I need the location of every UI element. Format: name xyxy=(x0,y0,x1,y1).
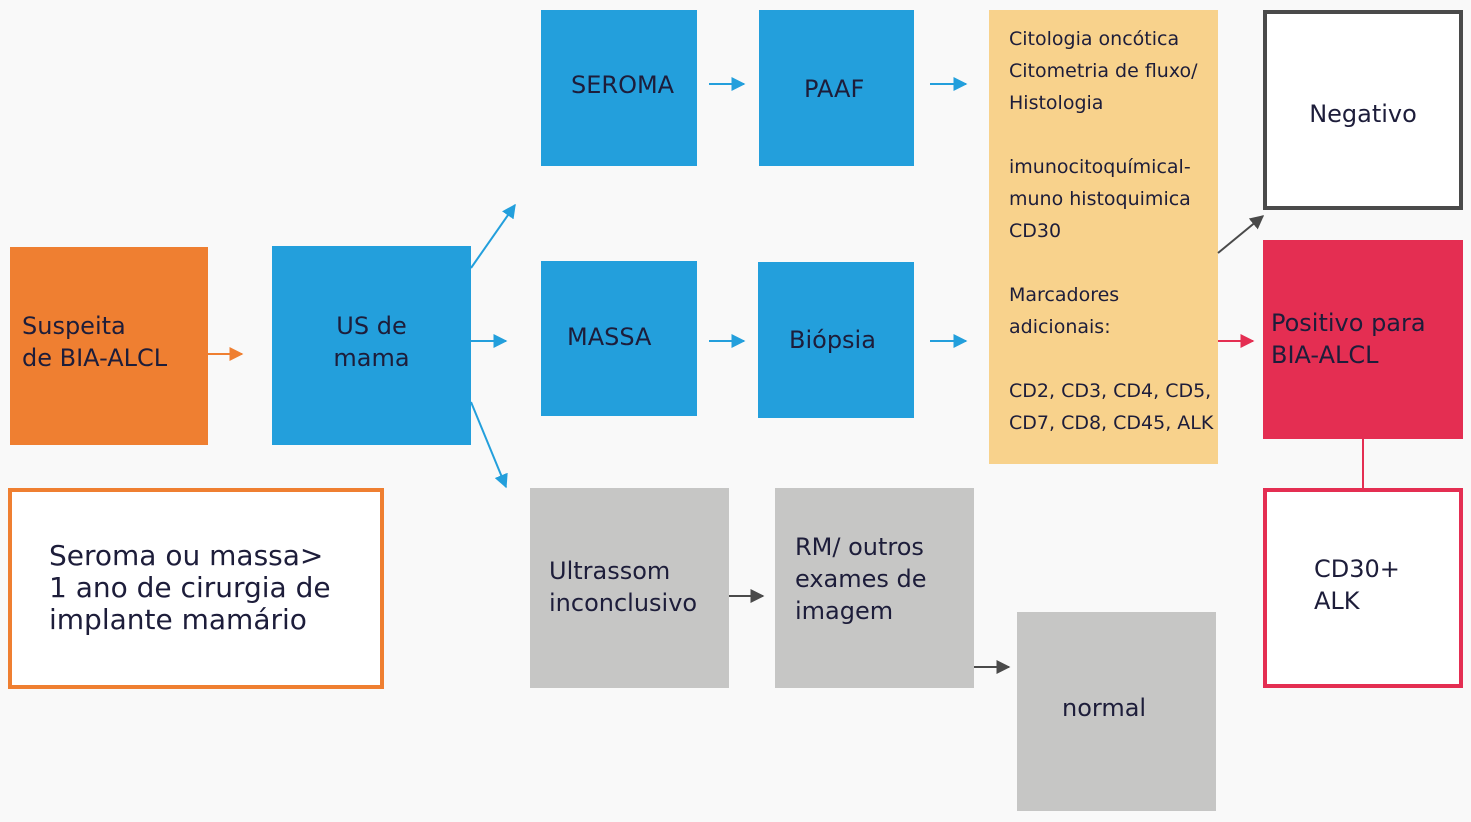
ultrassom-box xyxy=(530,488,729,688)
us-mama-box xyxy=(272,246,471,445)
biopsia-label: Biópsia xyxy=(789,326,876,354)
ultrassom-label: Ultrassom inconclusivo xyxy=(549,557,698,617)
positivo-box xyxy=(1263,240,1463,439)
paaf-label: PAAF xyxy=(804,75,865,103)
normal-box xyxy=(1017,612,1216,811)
rm-label: RM/ outros exames de imagem xyxy=(795,533,927,625)
us-mama-label: US de mama xyxy=(333,312,410,372)
seroma-label: SEROMA xyxy=(571,71,675,99)
arrow-markers-negativo xyxy=(1217,215,1265,254)
cd30-box xyxy=(1263,488,1463,688)
note-label: Seroma ou massa> 1 ano de cirurgia de im… xyxy=(49,539,331,636)
arrow-us-ultrassom xyxy=(470,401,508,489)
suspeita-label: Suspeita de BIA-ALCL xyxy=(22,312,168,372)
massa-label: MASSA xyxy=(567,323,652,351)
markers-label: Citologia oncótica Citometria de fluxo/ … xyxy=(1009,28,1214,434)
seroma-box xyxy=(541,10,697,166)
biopsia-box xyxy=(758,262,914,418)
massa-box xyxy=(541,261,697,416)
negativo-box xyxy=(1263,10,1463,210)
rm-box xyxy=(775,488,974,688)
suspeita-box xyxy=(10,247,208,445)
markers-box xyxy=(989,10,1218,464)
cd30-label: CD30+ ALK xyxy=(1314,555,1400,615)
paaf-box xyxy=(759,10,914,166)
normal-label: normal xyxy=(1062,694,1147,722)
note-box xyxy=(8,488,384,689)
arrow-us-seroma xyxy=(470,203,516,269)
positivo-label: Positivo para BIA-ALCL xyxy=(1271,309,1426,369)
negativo-label: Negativo xyxy=(1309,100,1417,128)
